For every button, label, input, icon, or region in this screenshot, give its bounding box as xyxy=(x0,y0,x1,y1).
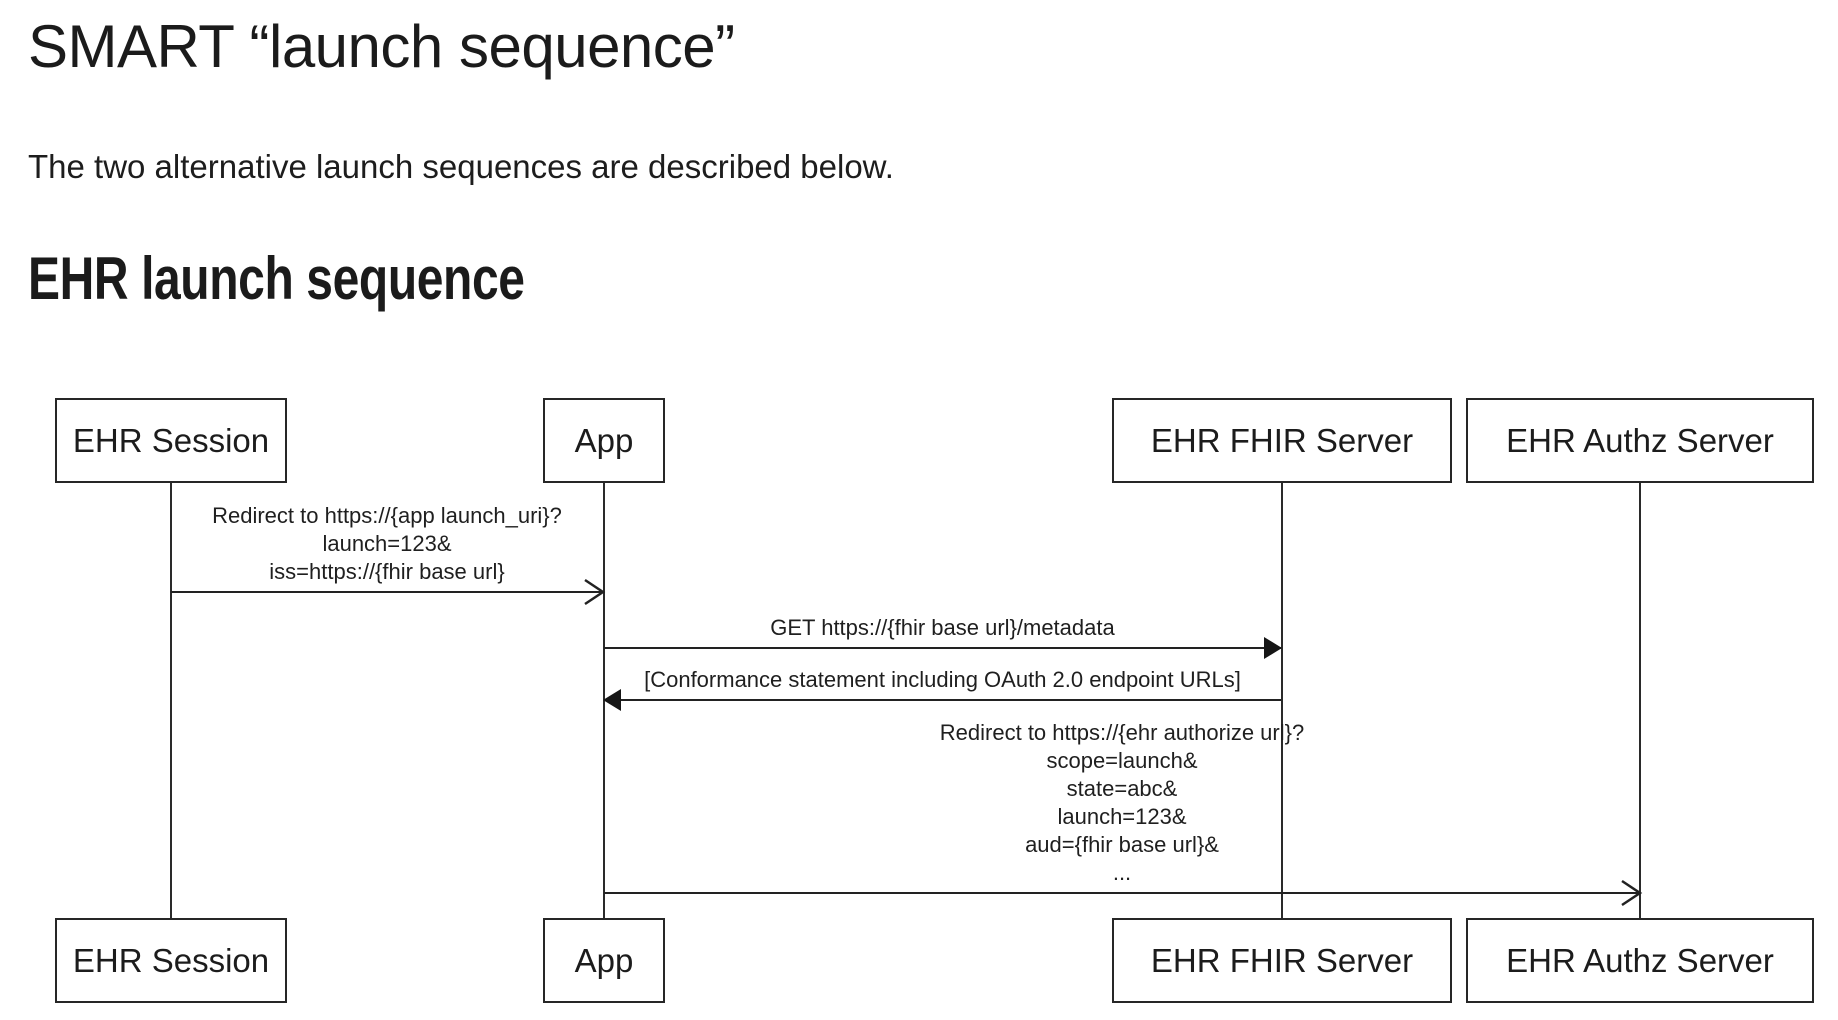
message-redirect-to-app-launch-uri: Redirect to https://{app launch_uri}? la… xyxy=(171,503,606,606)
actor-label: EHR Authz Server xyxy=(1506,941,1774,979)
actor-app-bottom: App xyxy=(543,918,665,1003)
actor-label: App xyxy=(574,941,634,979)
message-line xyxy=(604,699,1281,701)
actor-ehr-fhir-server-bottom: EHR FHIR Server xyxy=(1112,918,1452,1003)
actor-label: App xyxy=(574,421,634,459)
actor-app-top: App xyxy=(543,398,665,483)
actor-ehr-authz-server-top: EHR Authz Server xyxy=(1466,398,1814,483)
actor-label: EHR Session xyxy=(72,421,270,459)
actor-ehr-authz-server-bottom: EHR Authz Server xyxy=(1466,918,1814,1003)
message-line xyxy=(604,647,1281,649)
lifeline-ehr-fhir-server xyxy=(1281,483,1283,918)
message-label: Redirect to https://{ehr authorize url}?… xyxy=(939,720,1305,885)
actor-label: EHR Session xyxy=(72,941,270,979)
message-label: Redirect to https://{app launch_uri}? la… xyxy=(212,503,562,584)
actor-label: EHR FHIR Server xyxy=(1150,421,1414,459)
lifeline-ehr-session xyxy=(170,483,172,918)
message-line xyxy=(171,591,603,593)
message-line xyxy=(604,892,1640,894)
message-label: [Conformance statement including OAuth 2… xyxy=(644,667,1241,692)
message-get-metadata: GET https://{fhir base url}/metadata xyxy=(604,615,1282,659)
actor-label: EHR Authz Server xyxy=(1506,421,1774,459)
intro-text: The two alternative launch sequences are… xyxy=(28,148,894,185)
actor-label: EHR FHIR Server xyxy=(1150,941,1414,979)
open-arrowhead-icon xyxy=(1621,879,1643,907)
actor-ehr-fhir-server-top: EHR FHIR Server xyxy=(1112,398,1452,483)
section-heading: EHR launch sequence xyxy=(28,245,525,312)
filled-arrowhead-icon xyxy=(603,689,621,711)
message-redirect-to-authorize: Redirect to https://{ehr authorize url}?… xyxy=(604,720,1643,907)
actor-ehr-session-bottom: EHR Session xyxy=(55,918,287,1003)
message-conformance-statement: [Conformance statement including OAuth 2… xyxy=(603,667,1281,711)
lifeline-ehr-authz-server xyxy=(1639,483,1641,918)
message-label: GET https://{fhir base url}/metadata xyxy=(770,615,1115,640)
page-title: SMART “launch sequence” xyxy=(28,13,735,80)
filled-arrowhead-icon xyxy=(1264,637,1282,659)
actor-ehr-session-top: EHR Session xyxy=(55,398,287,483)
open-arrowhead-icon xyxy=(584,578,606,606)
